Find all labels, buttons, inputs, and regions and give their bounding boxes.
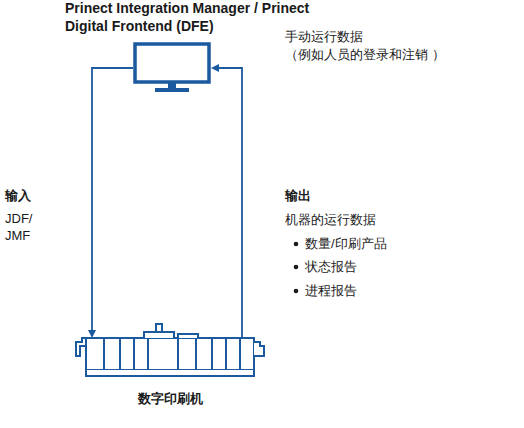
arrow-head [211, 64, 219, 72]
arrow-head [88, 330, 96, 338]
monitor-icon [133, 42, 211, 94]
flow-arrow [88, 68, 133, 338]
bullet-item: 状态报告 [305, 258, 485, 276]
bullet-item: 数量/印刷产品 [305, 235, 485, 253]
workstation-node: Prinect Integration Manager / Prinect Di… [133, 42, 211, 94]
connector-line [92, 68, 133, 332]
bullet [294, 265, 299, 270]
output-heading: 输出 [285, 187, 365, 205]
machine-name: 数字印刷机 [74, 390, 266, 408]
bullet-item: 进程报告 [305, 282, 485, 300]
bullet [294, 242, 299, 247]
connector-line [217, 68, 242, 338]
printer-icon [74, 320, 266, 380]
flow-arrow [211, 64, 242, 338]
note-text: 手动运行数据 （例如人员的登录和注销 ） [285, 28, 465, 64]
input-heading: 输入 [5, 187, 65, 205]
bullet-dots [294, 242, 299, 294]
printer-node: 数字印刷机 [74, 320, 266, 380]
bullet [294, 289, 299, 294]
output-text: 机器的运行数据 [285, 211, 485, 229]
protocol-text: JDF/ JMF [5, 211, 41, 245]
